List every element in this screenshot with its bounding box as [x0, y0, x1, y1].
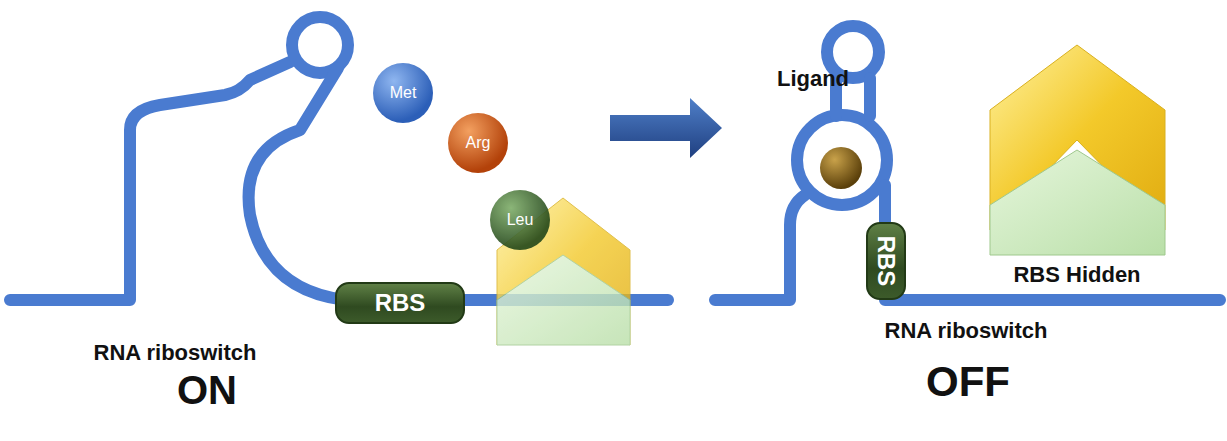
caption-label: RBS Hidden [1013, 262, 1140, 288]
node-text: Arg [466, 134, 491, 152]
ribosome [990, 45, 1165, 255]
rbs-box: RBS [866, 222, 906, 300]
node-text: RBS [375, 289, 426, 317]
node-text: Met [390, 84, 417, 102]
caption-label: RNA riboswitch [94, 340, 257, 366]
caption-label: Ligand [777, 66, 849, 92]
caption-label: RNA riboswitch [885, 318, 1048, 344]
node-text: Leu [507, 211, 534, 229]
rna-strand [715, 26, 1220, 300]
state-label: ON [177, 368, 237, 413]
amino-acid-ball: Leu [490, 190, 550, 250]
state-label: OFF [926, 358, 1010, 406]
rbs-box: RBS [335, 282, 465, 324]
amino-acid-ball: Arg [448, 113, 508, 173]
transition-arrow [610, 98, 722, 158]
ribosome [497, 198, 630, 345]
amino-acid-ball: Met [373, 63, 433, 123]
node-text: RBS [872, 236, 900, 287]
ligand-ball [820, 147, 862, 189]
